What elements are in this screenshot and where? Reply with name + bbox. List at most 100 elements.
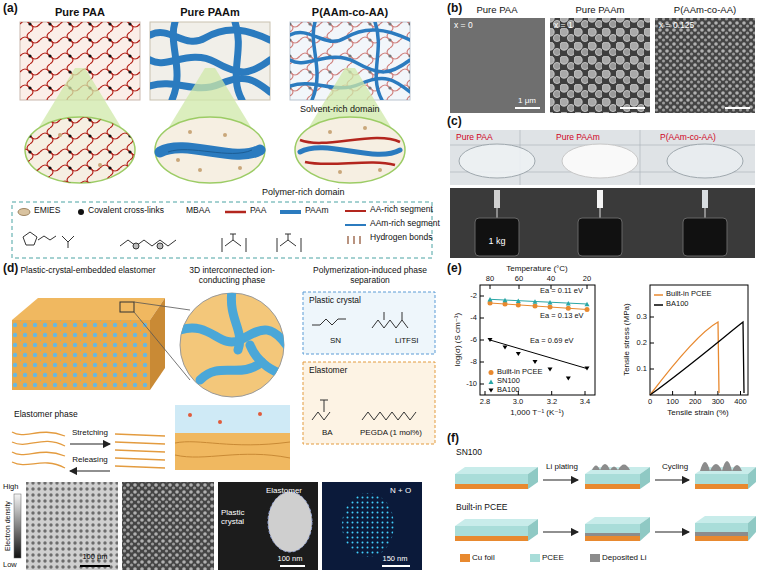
- chart-part-part: [489, 380, 494, 385]
- section-heading: Plastic-crystal-embedded elastomer: [18, 266, 158, 276]
- chart: [480, 285, 748, 395]
- network-illustration-part-part: [198, 168, 202, 172]
- photo: [450, 130, 755, 258]
- legend-swatch: [460, 554, 470, 562]
- legend-swatch: [590, 554, 600, 562]
- network-illustration-part: [25, 117, 135, 183]
- legend-key-box-part-part: [23, 232, 37, 245]
- chart-part-part: [548, 300, 553, 305]
- deposition-illustration-part: [455, 467, 538, 489]
- chart-part: [488, 297, 590, 384]
- deposition-illustration-part-part: [585, 517, 650, 524]
- legend-label: EMIES: [34, 206, 60, 216]
- image-label: N + O: [390, 486, 411, 495]
- photo-part: [597, 190, 603, 208]
- chart-part: [650, 317, 741, 395]
- sem-image-part: [620, 107, 645, 109]
- arrow-label: Li plating: [546, 462, 578, 471]
- legend-key-box-part-part: [359, 236, 360, 244]
- weight-label: 1 kg: [488, 236, 505, 246]
- deposition-illustration-part: [543, 479, 578, 480]
- chart-part-part: [503, 345, 508, 349]
- deposition-illustration-part-part: [748, 467, 756, 489]
- legend-key-box-part-part: [353, 236, 354, 244]
- legend-key-box-part: [18, 209, 30, 216]
- fit-label: Ea = 0.11 eV: [540, 287, 583, 296]
- elastomer-illustration-part: [12, 320, 150, 390]
- legend-label: PAAm: [305, 206, 328, 216]
- network-illustration-part-part: [176, 158, 180, 162]
- network-illustration-part-part: [363, 126, 367, 130]
- micrograph-part: [80, 565, 110, 567]
- legend-key-box-part-part: [38, 236, 56, 240]
- callout-label: Solvent-rich domain: [300, 104, 380, 114]
- elastomer-illustration-part-part: [115, 466, 165, 468]
- axis-title: log(σ) (S cm⁻¹): [453, 313, 462, 367]
- elastomer-illustration-part: [180, 290, 290, 380]
- legend-key-box-part: [345, 210, 366, 212]
- elastomer-illustration-part-part: [12, 452, 65, 456]
- tick-label: -10: [466, 380, 477, 389]
- legend-key-box-part: [225, 211, 246, 214]
- legend-key-box-part: [12, 202, 432, 258]
- elastomer-illustration-part-part: [250, 345, 290, 378]
- tick-label: 100: [666, 398, 679, 407]
- box-heading: Elastomer: [309, 366, 347, 376]
- network-illustration-part: [300, 138, 400, 143]
- chart-part-part: [533, 304, 538, 309]
- deposition-illustration-part-part: [640, 517, 650, 541]
- panel-heading: P(AAm-co-AA): [312, 6, 388, 19]
- tick-label: 3.0: [513, 398, 523, 407]
- network-illustration-part-part: [98, 163, 102, 167]
- deposition-illustration-part: [543, 531, 578, 532]
- photo-part-part: [497, 208, 498, 218]
- micrograph-part: [218, 482, 318, 570]
- deposition-illustration-part-part: [592, 464, 630, 470]
- deposition-illustration-part-part: [455, 526, 528, 536]
- chart-part-part: [533, 360, 538, 364]
- photo-part: [450, 188, 755, 258]
- scale-bar-label: 100 nm: [277, 555, 302, 564]
- network-illustration-part-part: [150, 30, 270, 41]
- elastomer-illustration-part-part: [115, 458, 165, 460]
- molecule-name: PEGDA (1 mol%): [360, 428, 422, 437]
- axis-title: Tensile stress (MPa): [621, 304, 630, 376]
- legend-key-box-part-part: [120, 240, 176, 246]
- tick-label: 0: [648, 398, 652, 407]
- molecule-name: SN: [330, 336, 341, 345]
- legend-label: BA100: [666, 300, 689, 309]
- photo-part: [562, 144, 638, 178]
- elastomer-illustration-part-part: [188, 413, 192, 417]
- elastomer-illustration-part-part: [175, 442, 290, 445]
- tick-label: 2.8: [480, 398, 490, 407]
- network-illustration-part-part: [312, 22, 317, 100]
- deposition-illustration-part: [655, 531, 689, 532]
- panel-letter: (e): [447, 262, 462, 276]
- network-illustration-part-part: [58, 133, 62, 137]
- deposition-illustration-part-part: [455, 467, 538, 474]
- tick-label: 3.4: [580, 398, 590, 407]
- chart-part-part: [516, 298, 521, 303]
- legend-key-box-part: [348, 236, 360, 244]
- photo-part: [494, 190, 500, 208]
- section-heading: Elastomer phase: [14, 410, 78, 420]
- micrograph: [14, 482, 422, 570]
- tick-label: 200: [689, 398, 702, 407]
- chart-part: [654, 294, 663, 296]
- deposition-illustration-part-part: [455, 536, 528, 541]
- legend-key-box-part: [280, 210, 301, 214]
- network-illustration-part-part: [188, 130, 192, 134]
- chart-part: [488, 301, 590, 376]
- photo-part-part: [640, 130, 641, 185]
- deposition-illustration-part-part: [585, 474, 640, 484]
- sem-image-part: [725, 107, 750, 109]
- legend-label: Covalent cross-links: [88, 206, 164, 216]
- chart-part-part: [585, 307, 590, 312]
- sem-image-part: [515, 107, 540, 109]
- molecule-name: LiTFSI: [395, 336, 419, 345]
- legend-label: Built-in PCEE: [666, 290, 711, 299]
- chart-part-part: [585, 302, 590, 307]
- molecule-name: BA: [322, 428, 333, 437]
